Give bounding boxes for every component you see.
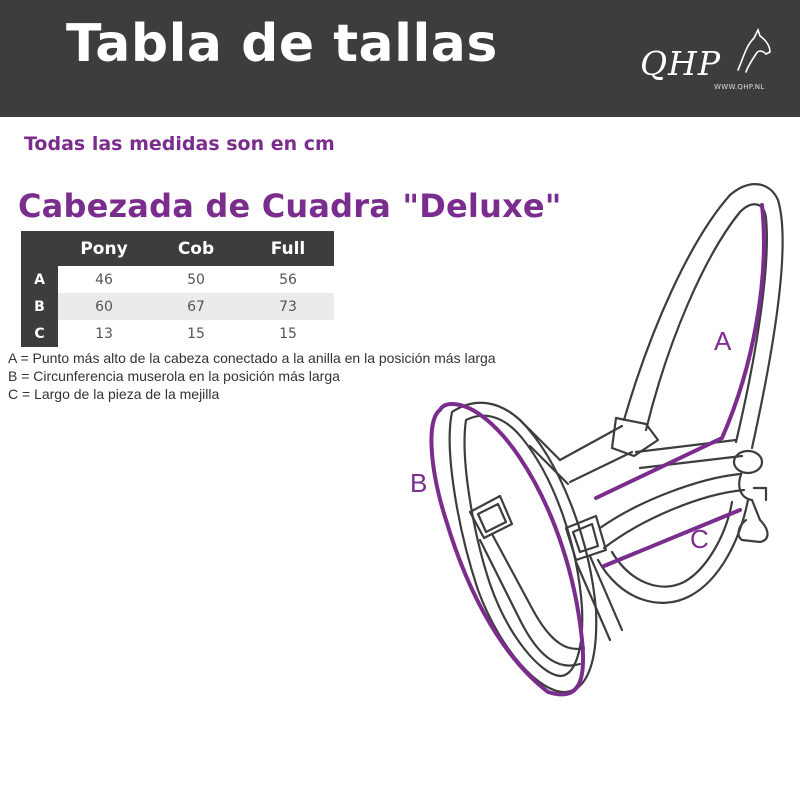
- buckle-right: [564, 514, 608, 562]
- horse-head-icon: [737, 27, 771, 73]
- crown-strap-inner: [644, 203, 768, 444]
- table-cell: 60: [58, 293, 150, 320]
- row-label: B: [21, 293, 58, 320]
- throat-piece: [610, 416, 660, 458]
- table-row: C 13 15 15: [21, 320, 334, 347]
- measure-line-b: [429, 401, 586, 697]
- measure-line-a: [594, 203, 766, 500]
- crown-strap: [622, 183, 784, 450]
- table-cell: 56: [279, 271, 297, 288]
- snap-hook: [737, 470, 769, 544]
- cheek-strap-far: [634, 438, 744, 470]
- legend-item-c: C = Largo de la pieza de la mejilla: [8, 386, 220, 402]
- table-corner: [21, 231, 58, 266]
- column-header: Pony: [58, 231, 150, 266]
- label-c: C: [690, 524, 709, 554]
- legend-item-b: B = Circunferencia muserola en la posici…: [8, 368, 340, 384]
- buckle-left: [468, 494, 514, 540]
- measure-line-c: [602, 508, 742, 568]
- measurement-legend: A = Punto más alto de la cabeza conectad…: [8, 349, 496, 403]
- table-cell: 73: [242, 293, 334, 320]
- table-cell: 46: [95, 271, 113, 288]
- label-b: B: [410, 468, 427, 498]
- table-cell: 67: [150, 293, 242, 320]
- logo-url: WWW.QHP.NL: [714, 83, 765, 91]
- table-row: A 46 50 56: [21, 266, 334, 293]
- row-label: C: [21, 320, 58, 347]
- table-header-row: Pony Cob Full: [21, 231, 334, 266]
- qhp-logo: QHP WWW.QHP.NL: [640, 27, 771, 100]
- noseband-side: [518, 418, 570, 486]
- cheek-strap-upper: [558, 424, 634, 484]
- size-table: Pony Cob Full A 46 50 56 B 60 67 73 C 13…: [21, 231, 334, 347]
- table-cell: 15: [279, 325, 297, 342]
- table-cell: 50: [187, 271, 205, 288]
- label-a: A: [714, 326, 732, 356]
- row-label: A: [21, 266, 58, 293]
- header-banner: Tabla de tallas QHP WWW.QHP.NL: [0, 0, 800, 117]
- units-note: Todas las medidas son en cm: [24, 133, 335, 155]
- strap-ends: [478, 532, 624, 642]
- page-title: Tabla de tallas: [66, 14, 498, 74]
- lower-loop-inner: [610, 500, 734, 588]
- lower-noseband: [518, 610, 586, 667]
- column-header: Full: [242, 231, 334, 266]
- lower-loop: [596, 498, 750, 604]
- logo-text: QHP: [640, 44, 722, 83]
- column-header: Cob: [150, 231, 242, 266]
- product-title: Cabezada de Cuadra "Deluxe": [18, 187, 562, 225]
- tie-ring: [732, 449, 764, 475]
- table-cell: 15: [187, 325, 205, 342]
- chin-strap: [598, 472, 746, 550]
- table-cell: 13: [95, 325, 113, 342]
- legend-item-a: A = Punto más alto de la cabeza conectad…: [8, 350, 496, 366]
- table-row: B 60 67 73: [21, 293, 334, 320]
